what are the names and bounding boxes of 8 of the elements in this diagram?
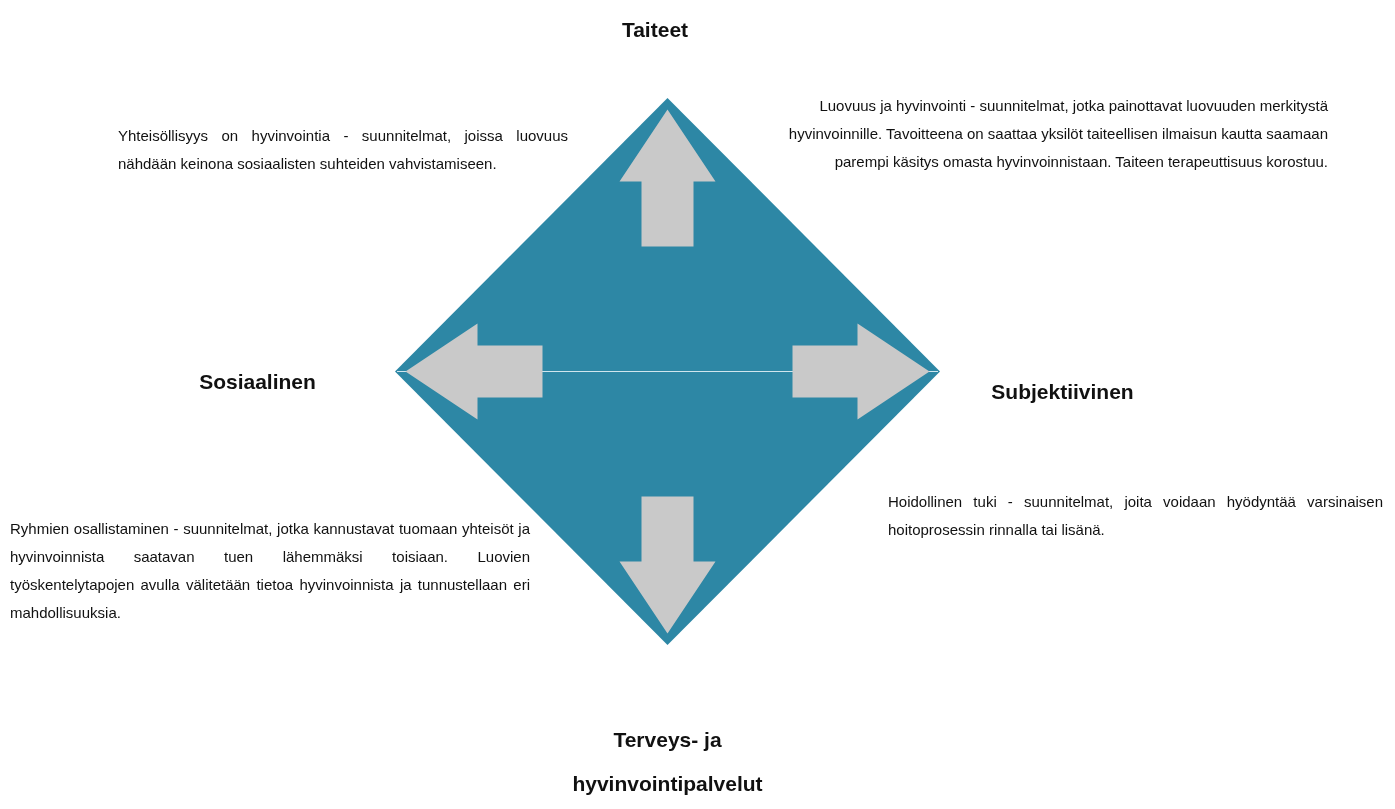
quadrant-text: Hoidollinen tuki - suunnitelmat, joita voidaan hyödyntää varsinaisen hoitoprosessin rinnalla tai lisänä. xyxy=(888,492,1383,540)
axis-label: Taiteet xyxy=(620,17,690,43)
quadrant-text: Ryhmien osallistaminen - suunnitelmat, jotka kannustavat tuomaan yhteisöt ja hyvinvoinnista saatavan tuen lähemmäksi toisiaan. Luovien työskentelytapojen avulla välitetään tietoa hyvinvoinnista ja tunnustellaan eri mahdollisuuksia. xyxy=(10,519,530,623)
axis-label: Subjektiivinen xyxy=(990,379,1135,405)
quadrant-text: Luovuus ja hyvinvointi - suunnitelmat, jotka painottavat luovuuden merkitystä hyvinvoinnille. Tavoitteena on saattaa yksilöt taiteellisen ilmaisun kautta saamaan parempi käsitys omasta hyvinvoinnistaan. Taiteen terapeuttisuus korostuu. xyxy=(787,96,1328,172)
quadrant-text: Yhteisöllisyys on hyvinvointia - suunnitelmat, joissa luovuus nähdään keinona sosiaalisten suhteiden vahvistamiseen. xyxy=(118,126,568,174)
axis-label: Terveys- ja hyvinvointipalvelut xyxy=(571,727,764,798)
axis-label: Sosiaalinen xyxy=(198,369,317,395)
